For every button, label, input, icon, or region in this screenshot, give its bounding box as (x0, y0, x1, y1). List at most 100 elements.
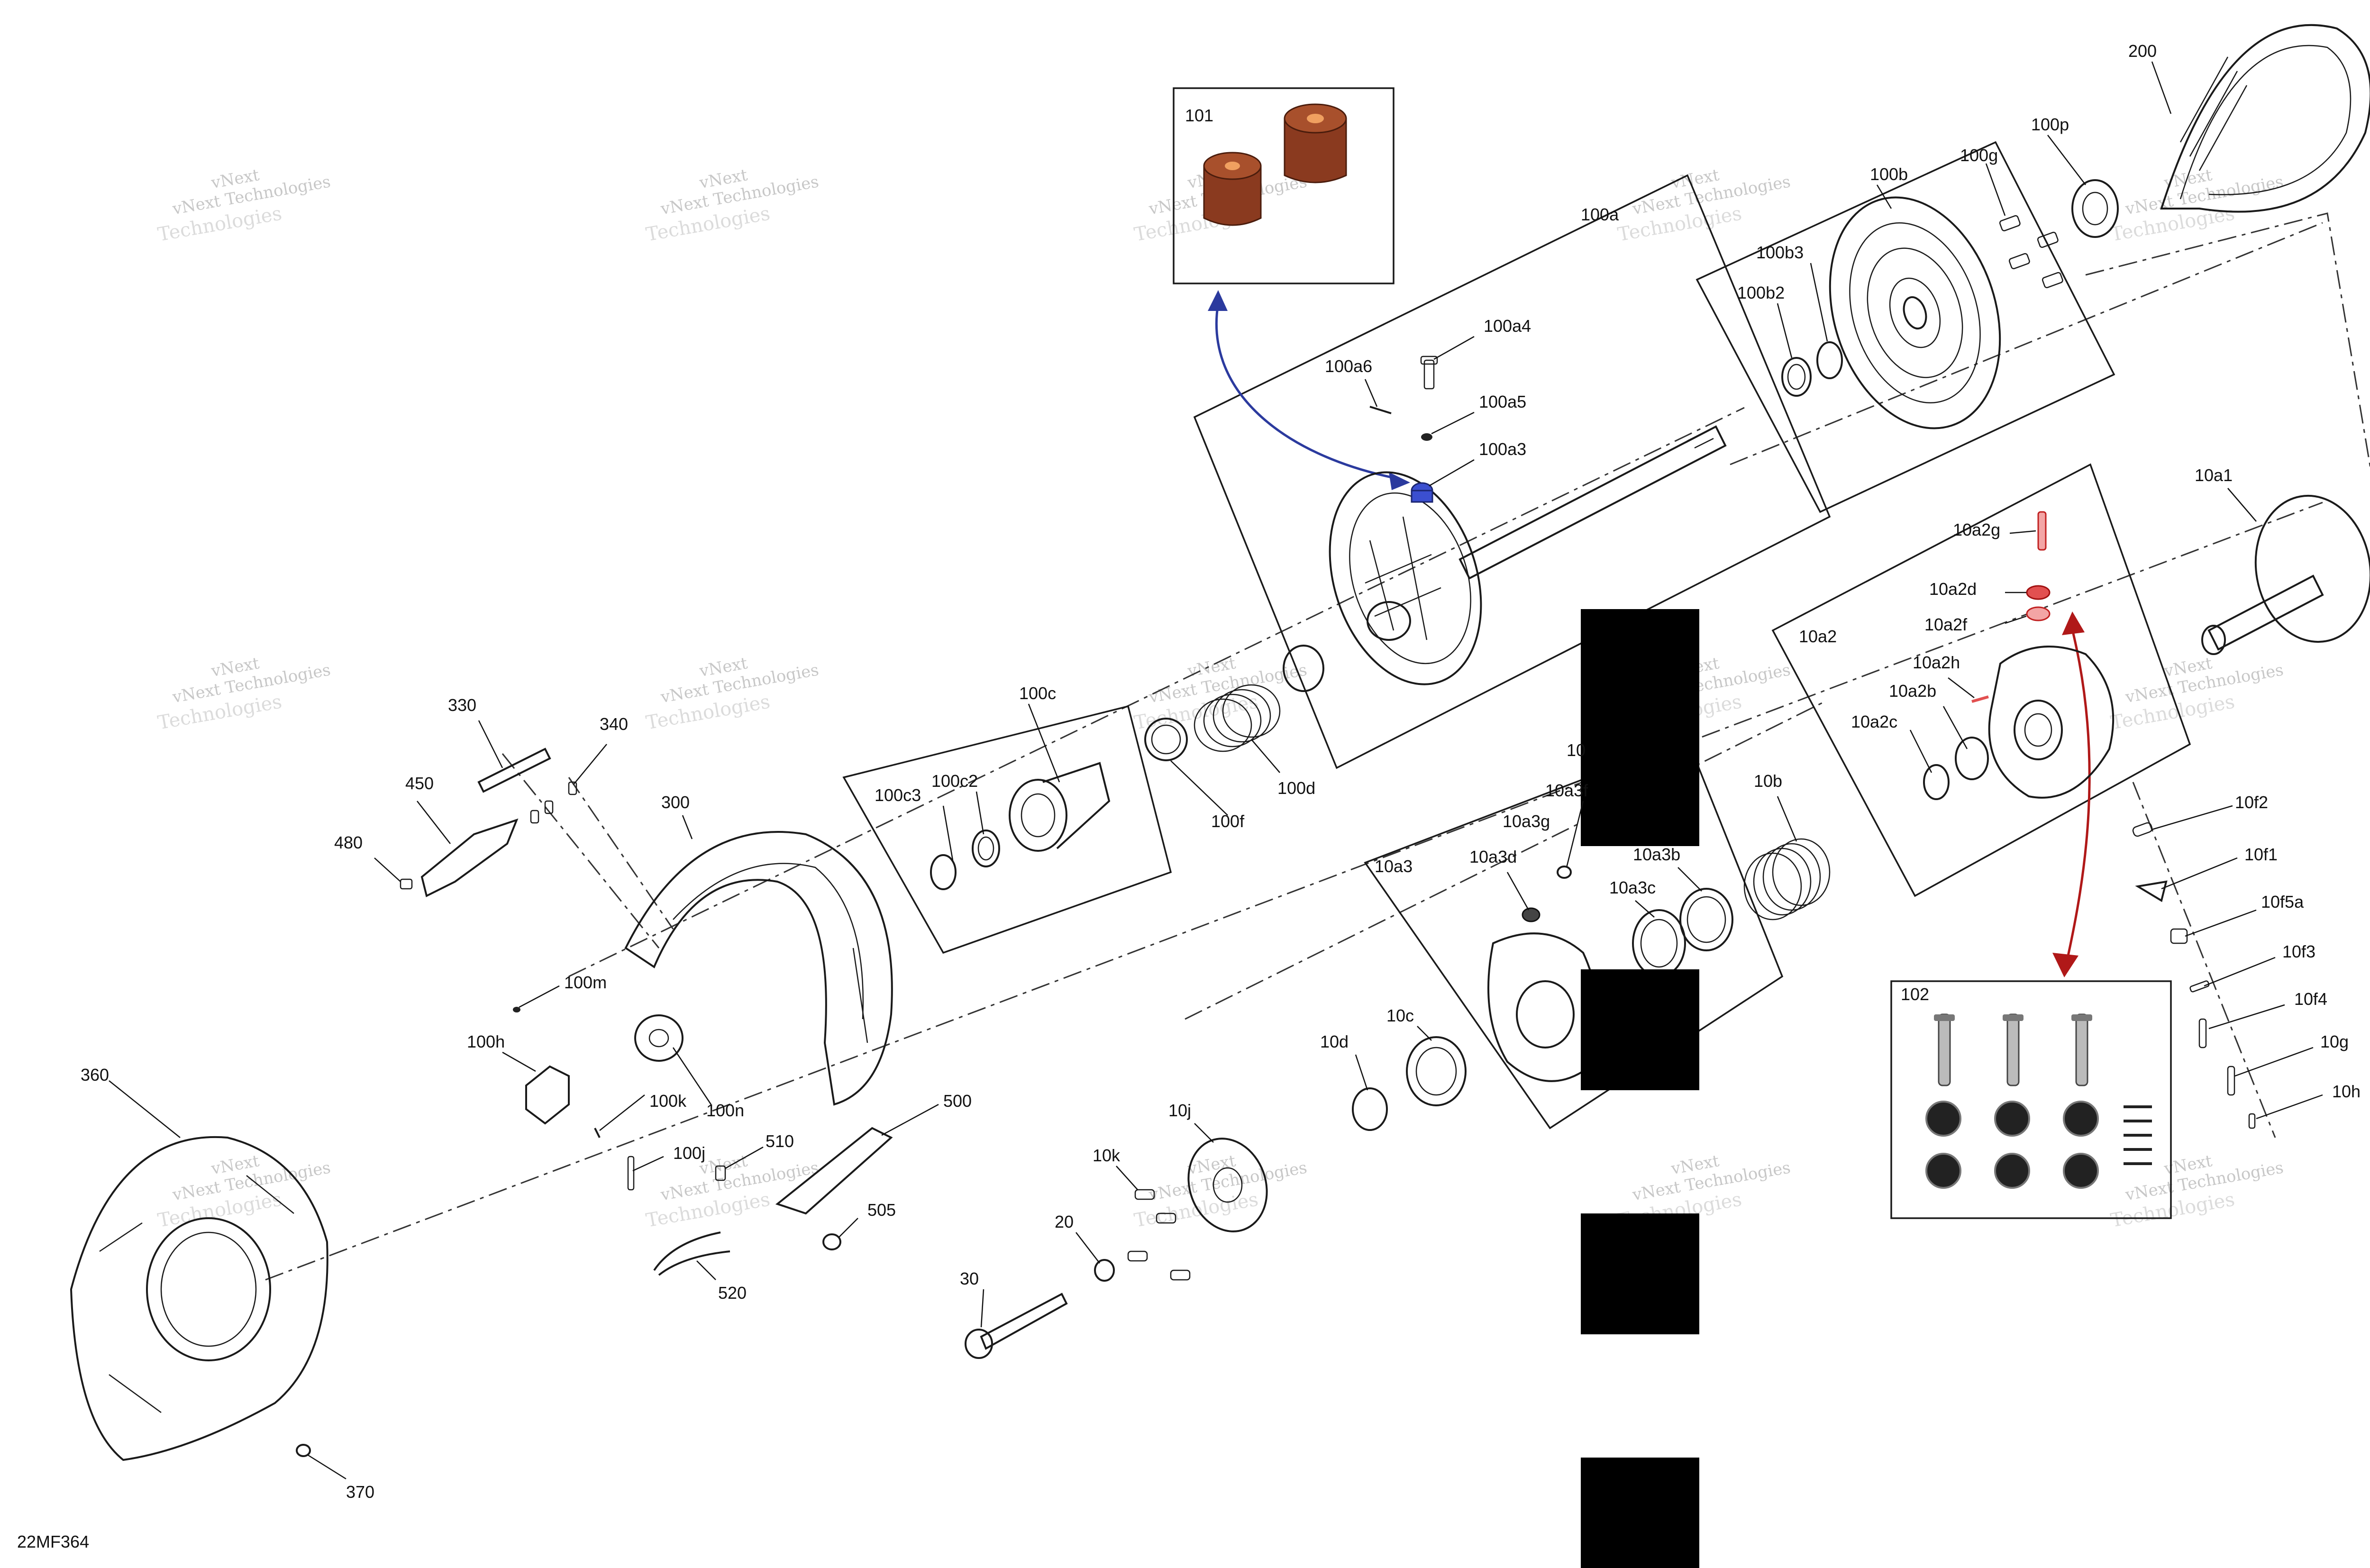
watermark: vNext vNext Technologies Technologies (1132, 1151, 1308, 1231)
label-100p: 100p (2031, 115, 2069, 134)
label-100b2: 100b2 (1737, 283, 1785, 302)
label-10a3c: 10a3c (1609, 878, 1656, 897)
label-100n: 100n (706, 1101, 744, 1120)
part-10a2g-pin-red (2037, 511, 2047, 551)
label-10f1: 10f1 (2244, 845, 2278, 864)
part-100c2-bushing (972, 830, 1000, 867)
part-100d-spring (1194, 684, 1281, 752)
watermark: vNext vNext Technologies Technologies (1132, 654, 1308, 734)
label-100f: 100f (1211, 811, 1245, 831)
label-100c2: 100c2 (931, 771, 978, 791)
label-10a2h: 10a2h (1913, 653, 1960, 672)
label-520: 520 (718, 1283, 747, 1303)
label-100a3: 100a3 (1479, 439, 1526, 459)
part-300-guard (624, 831, 893, 1106)
part-100a6-pin (1369, 406, 1392, 414)
part-330-bracket (477, 748, 551, 793)
figure-code: 22MF364 (17, 1532, 89, 1551)
part-100m-washer (513, 1007, 520, 1012)
watermark: vNext vNext Technologies Technologies (156, 1151, 332, 1231)
part-100a-fixed-sheave (1329, 425, 1727, 685)
label-10c: 10c (1386, 1006, 1414, 1025)
label-10a2g: 10a2g (1953, 520, 2000, 539)
part-510-screw (715, 1165, 726, 1181)
red-callout-arrow (2052, 611, 2091, 977)
label-10a2d: 10a2d (1929, 579, 1977, 599)
part-10b-spring (1743, 838, 1831, 921)
part-100b-sheave (1829, 196, 2001, 429)
label-500: 500 (943, 1091, 972, 1111)
label-100d: 100d (1277, 778, 1315, 798)
redaction-block (1581, 1213, 1699, 1334)
part-505-nut (822, 1233, 841, 1250)
label-300: 300 (661, 793, 690, 812)
label-10k: 10k (1093, 1146, 1121, 1165)
label-450: 450 (405, 774, 434, 793)
label-100b3: 100b3 (1756, 243, 1804, 262)
part-10a2-housing (1988, 646, 2115, 799)
label-10j: 10j (1168, 1101, 1191, 1120)
part-100b2-bushing (1781, 357, 1812, 397)
label-10a2: 10a2 (1799, 627, 1837, 646)
label-10a3f: 10a3f (1545, 781, 1588, 800)
drive-axis (265, 501, 2323, 1281)
watermark: vNext vNext Technologies Technologies (156, 654, 332, 734)
centerlines (265, 212, 2370, 1281)
label-100m: 100m (564, 973, 607, 992)
redaction-block (1581, 1458, 1699, 1568)
label-10a3: 10a3 (1375, 857, 1413, 876)
redactions (1581, 609, 1699, 1568)
label-10h: 10h (2332, 1082, 2361, 1101)
part-10a2c-ring (1923, 764, 1950, 800)
label-100a: 100a (1581, 205, 1619, 224)
part-100g-screws (1999, 215, 2063, 288)
box-10a2 (1771, 463, 2191, 897)
rollers-row (1925, 1101, 2099, 1189)
label-10b: 10b (1754, 771, 1782, 791)
part-100a3-blue-slider (1411, 482, 1433, 503)
part-10a2b-bushing (1955, 737, 1989, 780)
inset-label: 101 (1185, 106, 1213, 125)
part-100h-nut (525, 1065, 570, 1125)
label-10a2c: 10a2c (1851, 712, 1897, 731)
inset-frame (1890, 980, 2172, 1219)
label-100b: 100b (1870, 164, 1908, 184)
label-100k: 100k (649, 1091, 687, 1111)
part-100j-bolt (627, 1156, 635, 1191)
box-100b (1695, 141, 2115, 513)
part-10f-levers (2132, 822, 2256, 1129)
label-480: 480 (334, 833, 363, 852)
part-10a3g-washer (1557, 866, 1572, 879)
label-340: 340 (600, 714, 628, 734)
lever-axis (2132, 782, 2276, 1138)
part-370-washer (296, 1444, 311, 1457)
part-10c-bearing (1406, 1036, 1467, 1106)
watermark: vNext vNext Technologies Technologies (2109, 654, 2285, 734)
inset-frame (1173, 87, 1395, 284)
pins-row (1934, 1013, 2092, 1086)
part-10a2h-red-pin (1971, 695, 1989, 703)
belt-return (2085, 212, 2370, 470)
part-100f-washer (1144, 718, 1188, 761)
upper-axis (1185, 701, 1825, 1020)
label-10g: 10g (2320, 1032, 2349, 1051)
part-520-clip (653, 1231, 730, 1276)
label-510: 510 (766, 1131, 794, 1151)
redaction-block (1581, 969, 1699, 1090)
part-10a3b-ring (1679, 888, 1733, 951)
part-10a2f-red-washer (2026, 606, 2051, 621)
label-10d: 10d (1320, 1032, 1349, 1051)
label-10f3: 10f3 (2282, 942, 2315, 961)
box-100a (1193, 174, 1831, 769)
guard-axis (501, 753, 660, 948)
part-10a2d-red-washer (2026, 585, 2051, 600)
label-505: 505 (867, 1200, 896, 1220)
part-spacer-ring (1283, 645, 1324, 692)
label-10a2b: 10a2b (1889, 681, 1936, 701)
label-10a2f: 10a2f (1924, 615, 1968, 634)
label-10a3b: 10a3b (1633, 845, 1680, 864)
watermark: vNext vNext Technologies Technologies (156, 165, 332, 246)
label-10f5a: 10f5a (2261, 892, 2304, 912)
driven-axis (568, 407, 1745, 977)
